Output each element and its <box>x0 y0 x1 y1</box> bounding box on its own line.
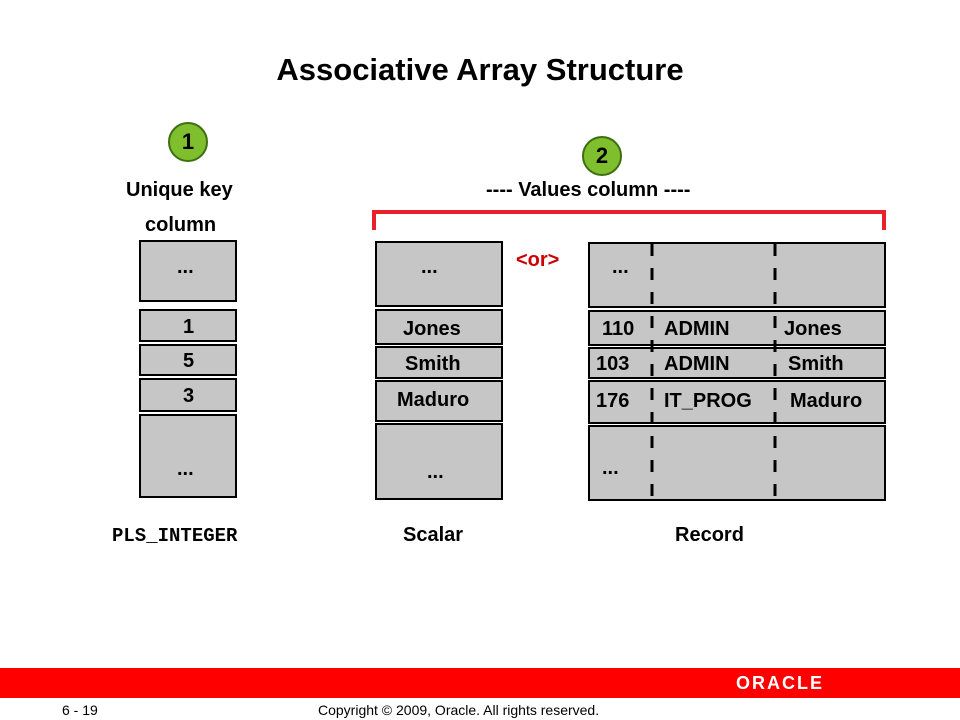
scalar-column: ... Jones Smith Maduro ... <box>375 241 503 500</box>
step-2-badge: 2 <box>582 136 622 176</box>
key-column: ... 1 5 3 ... <box>139 240 237 498</box>
values-column-label: ---- Values column ---- <box>486 179 691 201</box>
record-row: 103 ADMIN Smith <box>588 347 886 379</box>
footer-bar <box>0 668 960 698</box>
step-1-badge: 1 <box>168 122 208 162</box>
unique-key-label-line2: column <box>145 214 217 236</box>
record-type-label: Record <box>675 524 744 546</box>
key-type-label: PLS_INTEGER <box>112 525 238 547</box>
key-cell-top: ... <box>139 240 237 302</box>
record-cell-bottom: ... <box>588 425 886 501</box>
page-number: 6 - 19 <box>62 702 98 718</box>
scalar-cell-top: ... <box>375 241 503 307</box>
record-column: ... 110 ADMIN Jones 103 ADMIN Smith 176 … <box>588 242 886 501</box>
unique-key-label: Unique key <box>126 179 233 201</box>
key-cell-1: 1 <box>139 309 237 342</box>
scalar-cell-3: Maduro <box>375 380 503 422</box>
key-cell-bottom: ... <box>139 414 237 498</box>
scalar-cell-bottom: ... <box>375 423 503 500</box>
key-cell-3: 3 <box>139 378 237 412</box>
record-field-separators <box>650 244 777 499</box>
record-row: 110 ADMIN Jones <box>588 310 886 346</box>
scalar-cell-1: Jones <box>375 309 503 345</box>
scalar-cell-2: Smith <box>375 346 503 379</box>
or-label: <or> <box>516 249 560 271</box>
slide-title: Associative Array Structure <box>276 52 684 87</box>
record-cell-top: ... <box>588 242 886 308</box>
scalar-type-label: Scalar <box>403 524 464 546</box>
key-cell-2: 5 <box>139 344 237 376</box>
oracle-logo: ORACLE <box>736 673 824 693</box>
values-bracket <box>372 210 886 230</box>
copyright: Copyright © 2009, Oracle. All rights res… <box>318 702 600 718</box>
record-row: 176 IT_PROG Maduro <box>588 380 886 424</box>
